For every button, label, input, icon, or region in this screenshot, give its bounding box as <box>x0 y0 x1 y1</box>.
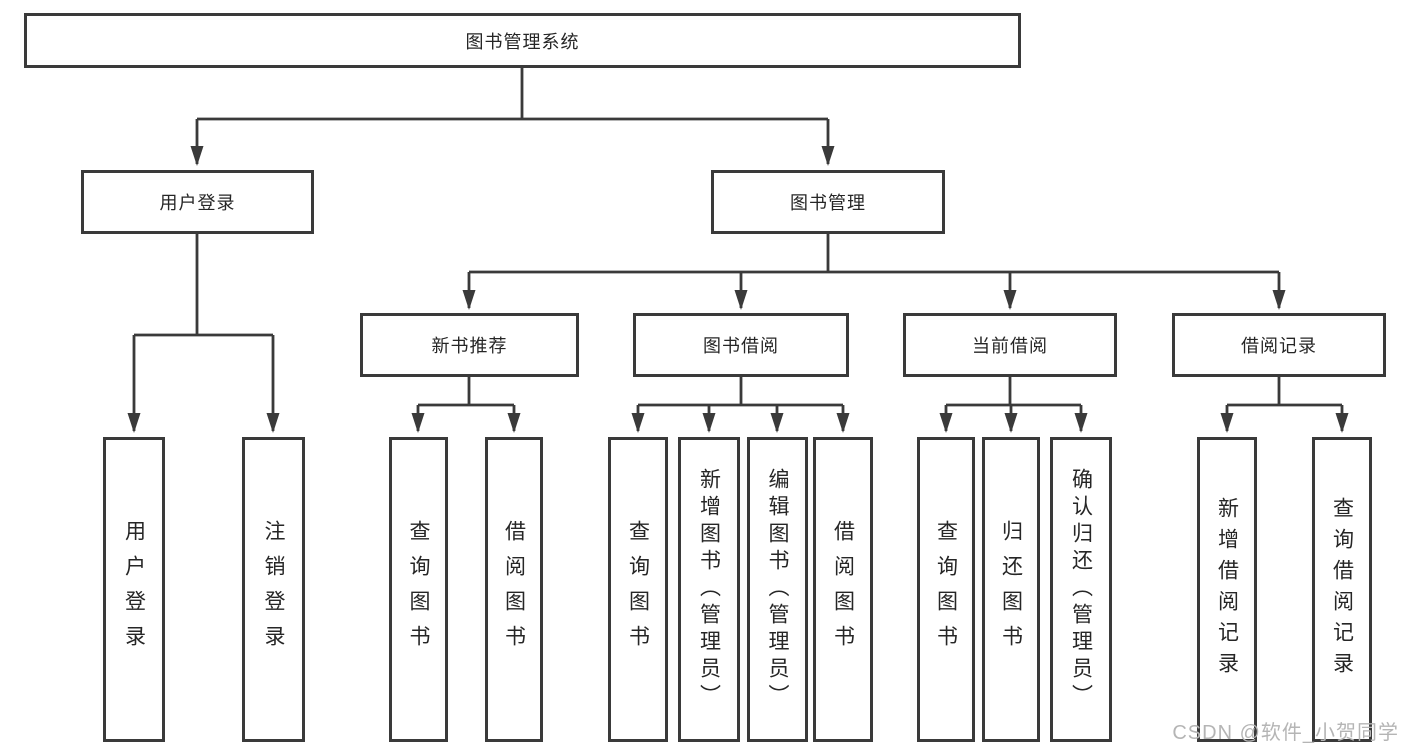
node-label: 图书管理 <box>790 193 866 213</box>
node-leaf-add-books-admin: 新增图书（管理员） <box>678 437 740 742</box>
node-leaf-logout: 注销登录 <box>242 437 305 742</box>
node-label: 确认归还（管理员） <box>1069 468 1093 711</box>
node-leaf-query-borrow-record: 查询借阅记录 <box>1312 437 1372 742</box>
node-label: 查询借阅记录 <box>1330 496 1354 683</box>
csdn-watermark: CSDN @软件_小贺同学 <box>1172 722 1399 744</box>
node-leaf-edit-books-admin: 编辑图书（管理员） <box>747 437 808 742</box>
node-leaf-confirm-return-admin: 确认归还（管理员） <box>1050 437 1112 742</box>
node-leaf-query-books-3: 查询图书 <box>917 437 975 742</box>
node-label: 借阅记录 <box>1241 336 1317 356</box>
node-label: 图书借阅 <box>703 336 779 356</box>
node-book-management: 图书管理 <box>711 170 945 234</box>
node-leaf-query-books-2: 查询图书 <box>608 437 668 742</box>
node-current-borrowing: 当前借阅 <box>903 313 1117 377</box>
node-leaf-query-books-1: 查询图书 <box>389 437 448 742</box>
node-label: 编辑图书（管理员） <box>766 468 789 711</box>
node-leaf-borrow-books-2: 借阅图书 <box>813 437 873 742</box>
node-label: 新增借阅记录 <box>1215 496 1239 683</box>
node-library-management-system: 图书管理系统 <box>24 13 1021 68</box>
node-label: 借阅图书 <box>831 519 855 660</box>
node-label: 注销登录 <box>262 519 285 660</box>
node-label: 查询图书 <box>407 519 430 660</box>
node-label: 新增图书（管理员） <box>697 468 721 711</box>
node-label: 当前借阅 <box>972 336 1048 356</box>
node-label: 查询图书 <box>934 519 958 660</box>
node-borrowing-records: 借阅记录 <box>1172 313 1386 377</box>
node-leaf-borrow-books-1: 借阅图书 <box>485 437 543 742</box>
node-leaf-add-borrow-record: 新增借阅记录 <box>1197 437 1257 742</box>
node-new-book-recommend: 新书推荐 <box>360 313 579 377</box>
node-label: 借阅图书 <box>502 519 526 660</box>
node-label: 查询图书 <box>626 519 650 660</box>
node-label: 用户登录 <box>159 193 236 213</box>
node-user-login: 用户登录 <box>81 170 314 234</box>
node-label: 用户登录 <box>122 519 146 660</box>
node-leaf-return-books: 归还图书 <box>982 437 1040 742</box>
node-label: 新书推荐 <box>431 336 508 356</box>
node-book-borrowing: 图书借阅 <box>633 313 849 377</box>
node-label: 归还图书 <box>999 519 1023 660</box>
node-leaf-user-login: 用户登录 <box>103 437 165 742</box>
node-label: 图书管理系统 <box>465 31 580 52</box>
